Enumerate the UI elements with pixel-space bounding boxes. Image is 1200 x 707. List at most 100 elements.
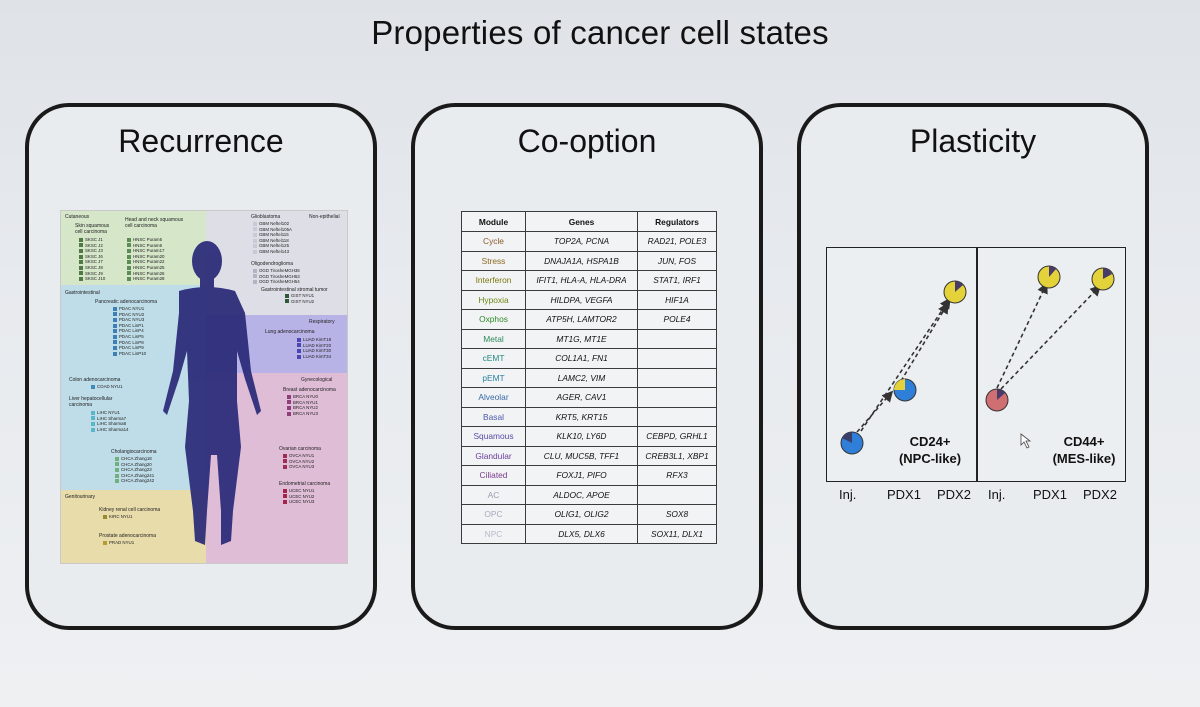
arrow-left-2 bbox=[860, 297, 951, 432]
recurrence-body-map: Cutaneous Skin squamous cell carcinoma S… bbox=[60, 210, 348, 564]
cell-genes: DNAJA1A, HSPA1B bbox=[525, 250, 638, 271]
list-skin-squamous: SKSC J1 SKSC J2 SKSC J3 SKSC J6 SKSC J7 … bbox=[79, 237, 105, 282]
cell-regulators: HIF1A bbox=[637, 289, 717, 310]
xlabel-inj-right: Inj. bbox=[988, 487, 1006, 502]
arrow-right-2 bbox=[1000, 284, 1102, 390]
list-colon: COAD NYU1 bbox=[91, 384, 123, 390]
header-regulators: Regulators bbox=[637, 211, 717, 232]
cd44-label: CD44+ (MES-like) bbox=[1052, 434, 1116, 466]
label-colon: Colon adenocarcinoma bbox=[69, 377, 121, 383]
cell-module: cEMT bbox=[461, 348, 526, 369]
label-respiratory: Respiratory bbox=[309, 319, 335, 325]
circle-inj-right bbox=[985, 388, 1009, 412]
cell-regulators bbox=[637, 367, 717, 388]
label-cutaneous: Cutaneous bbox=[65, 214, 90, 220]
label-lung: Lung adenocarcinoma bbox=[265, 329, 315, 335]
label-gastrointestinal: Gastrointestinal bbox=[65, 290, 100, 296]
cell-genes: ATP5H, LAMTOR2 bbox=[525, 309, 638, 330]
cell-module: NPC bbox=[461, 523, 526, 544]
plasticity-title: Plasticity bbox=[909, 123, 1037, 159]
arrow-right-1 bbox=[996, 282, 1048, 389]
circle-pdx1-right bbox=[1037, 265, 1061, 289]
cell-module: pEMT bbox=[461, 367, 526, 388]
cursor-icon bbox=[1020, 433, 1032, 449]
label-gist: Gastrointestinal stromal tumor bbox=[261, 287, 328, 293]
list-gist: GIST NYU1 GIST NYU2 bbox=[285, 293, 314, 304]
cell-module: Oxphos bbox=[461, 309, 526, 330]
label-glioblastoma: Glioblastoma bbox=[251, 214, 281, 220]
cell-regulators: STAT1, IRF1 bbox=[637, 270, 717, 291]
label-kidney: Kidney renal cell carcinoma bbox=[99, 507, 161, 513]
list-prostate: PRAD NYU1 bbox=[103, 540, 134, 546]
cell-regulators: RFX3 bbox=[637, 465, 717, 486]
header-module: Module bbox=[461, 211, 526, 232]
list-lung: LUAD KimT18 LUAD KimT20 LUAD KimT30 LUAD… bbox=[297, 337, 331, 359]
cell-regulators: POLE4 bbox=[637, 309, 717, 330]
label-pancreatic: Pancreatic adenocarcinoma bbox=[95, 299, 157, 305]
header-genes: Genes bbox=[525, 211, 638, 232]
cell-regulators: JUN, FOS bbox=[637, 250, 717, 271]
cell-genes: AGER, CAV1 bbox=[525, 387, 638, 408]
label-genitourinary: Genitourinary bbox=[65, 494, 96, 500]
label-liver: Liver hepatocellular carcinoma bbox=[69, 396, 113, 408]
label-non-epithelial: Non-epithelial bbox=[309, 214, 340, 220]
cell-genes: HILDPA, VEGFA bbox=[525, 289, 638, 310]
xlabel-pdx1-right: PDX1 bbox=[1033, 487, 1067, 502]
arrow-left-1 bbox=[856, 390, 894, 433]
label-oligodendroglioma: Oligodendroglioma bbox=[251, 261, 293, 267]
plasticity-panel: Plasticity bbox=[797, 103, 1149, 630]
circle-pdx2-right bbox=[1091, 267, 1115, 291]
slide-title: Properties of cancer cell states bbox=[371, 14, 829, 51]
cell-regulators: CEBPD, GRHL1 bbox=[637, 426, 717, 447]
cell-genes: DLX5, DLX6 bbox=[525, 523, 638, 544]
label-prostate: Prostate adenocarcinoma bbox=[99, 533, 156, 539]
recurrence-panel: Recurrence Cutaneous Skin squamous cell … bbox=[25, 103, 377, 630]
cell-genes: OLIG1, OLIG2 bbox=[525, 504, 638, 525]
cell-genes: MT1G, MT1E bbox=[525, 328, 638, 349]
label-skin-squamous: Skin squamous cell carcinoma bbox=[75, 223, 110, 235]
list-cholangio: CHCA Zhang18 CHCA Zhang20 CHCA Zhang23 C… bbox=[115, 456, 154, 484]
list-endometrial: UCEC NYU1 UCEC NYU2 UCEC NYU3 bbox=[283, 488, 314, 505]
cell-module: Cycle bbox=[461, 231, 526, 252]
arrow-left-3 bbox=[900, 302, 949, 382]
cell-module: Interferon bbox=[461, 270, 526, 291]
list-ovarian: OVCA NYU1 OVCA NYU2 OVCA NYU3 bbox=[283, 453, 314, 470]
cell-regulators: RAD21, POLE3 bbox=[637, 231, 717, 252]
xlabel-pdx1-left: PDX1 bbox=[887, 487, 921, 502]
list-kidney: KIRC NYU1 bbox=[103, 514, 132, 520]
cell-regulators bbox=[637, 387, 717, 408]
cell-module: Metal bbox=[461, 328, 526, 349]
human-silhouette bbox=[163, 241, 261, 545]
plot-divider bbox=[976, 248, 978, 481]
xlabel-pdx2-left: PDX2 bbox=[937, 487, 971, 502]
table-header-row: Module Genes Regulators bbox=[461, 211, 717, 232]
cell-genes: LAMC2, VIM bbox=[525, 367, 638, 388]
list-pancreatic: PDAC NYU1 PDAC NYU2 PDAC NYU3 PDAC LinP1… bbox=[113, 306, 146, 356]
cell-regulators: CREB3L1, XBP1 bbox=[637, 445, 717, 466]
cell-genes: TOP2A, PCNA bbox=[525, 231, 638, 252]
cell-module: Glandular bbox=[461, 445, 526, 466]
cell-regulators bbox=[637, 348, 717, 369]
label-cholangio: Cholangiocarcinoma bbox=[111, 449, 157, 455]
list-head-neck: HNSC Puram5 HNSC Puram6 HNSC Puram17 HNS… bbox=[127, 237, 164, 282]
cell-module: AC bbox=[461, 484, 526, 505]
cell-regulators bbox=[637, 328, 717, 349]
cell-genes: ALDOC, APOE bbox=[525, 484, 638, 505]
cell-genes: KRT5, KRT15 bbox=[525, 406, 638, 427]
plasticity-diagram bbox=[840, 265, 1115, 455]
cell-genes: KLK10, LY6D bbox=[525, 426, 638, 447]
cell-genes: IFIT1, HLA-A, HLA-DRA bbox=[525, 270, 638, 291]
